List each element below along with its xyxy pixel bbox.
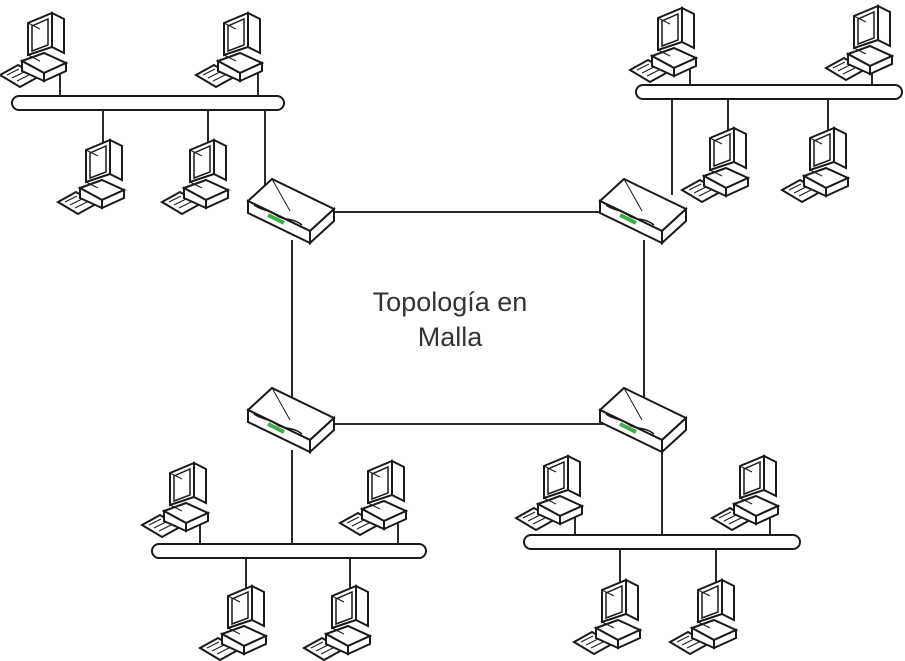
router-icon-bottom-right <box>598 386 688 454</box>
bus-backbone-cable <box>635 84 903 100</box>
diagram-title-line1: Topología en <box>372 287 528 317</box>
desktop-computer-icon <box>781 127 849 203</box>
bus-backbone-cable <box>11 95 285 111</box>
segment-bottom-left <box>141 450 427 661</box>
desktop-computer-icon <box>0 12 67 88</box>
desktop-computer-icon <box>669 579 737 655</box>
desktop-computer-icon <box>629 7 697 83</box>
desktop-computer-icon <box>199 585 267 661</box>
bus-backbone-cable <box>523 534 801 550</box>
desktop-computer-icon <box>303 585 371 661</box>
desktop-computer-icon <box>161 139 229 215</box>
mesh-links <box>291 211 645 425</box>
router-icon-bottom-left <box>246 386 336 454</box>
desktop-computer-icon <box>825 5 893 81</box>
segment-bottom-right <box>515 450 801 655</box>
desktop-computer-icon <box>681 127 749 203</box>
desktop-computer-icon <box>57 139 125 215</box>
desktop-computer-icon <box>573 579 641 655</box>
segment-top-right <box>629 5 903 203</box>
desktop-computer-icon <box>195 12 263 88</box>
router-icon-top-left <box>246 177 336 245</box>
diagram-title-line2: Malla <box>417 322 483 352</box>
desktop-computer-icon <box>711 455 779 531</box>
segment-top-left <box>0 12 285 215</box>
desktop-computer-icon <box>141 462 209 538</box>
router-icon-top-right <box>598 177 688 245</box>
desktop-computer-icon <box>515 455 583 531</box>
bus-backbone-cable <box>151 543 427 559</box>
desktop-computer-icon <box>339 460 407 536</box>
